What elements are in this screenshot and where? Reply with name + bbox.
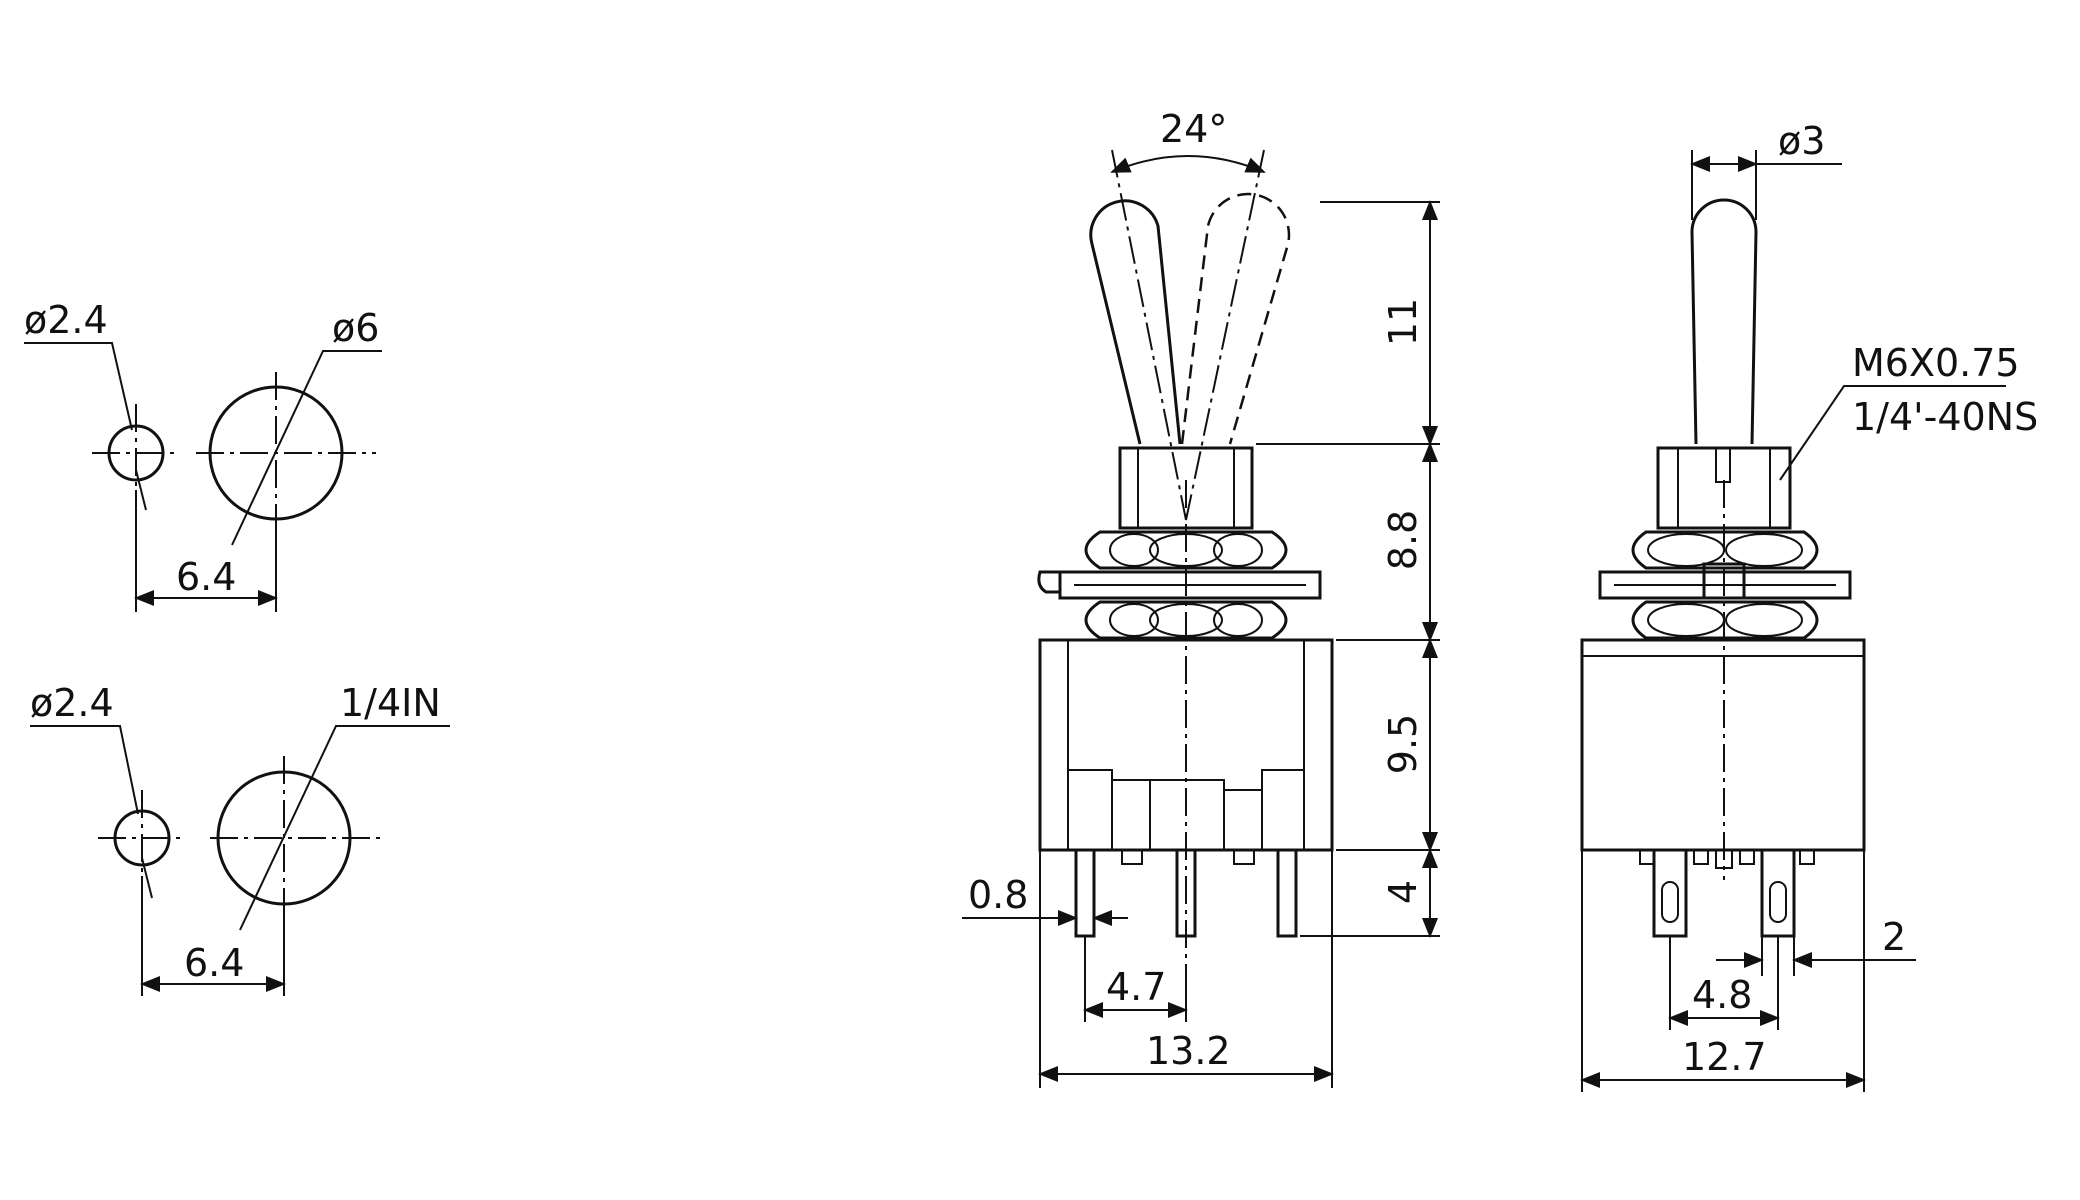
side-body-width-label: 12.7 bbox=[1682, 1035, 1767, 1079]
lever-right-position bbox=[1180, 192, 1291, 445]
lever-left-position bbox=[1089, 199, 1182, 445]
body-width-label: 13.2 bbox=[1146, 1029, 1231, 1073]
main-hole-dia-label: ø6 bbox=[332, 306, 379, 350]
lever-dia-label: ø3 bbox=[1778, 119, 1825, 163]
lever bbox=[1690, 198, 1758, 445]
terminal-pitch-label: 4.7 bbox=[1106, 965, 1166, 1009]
front-view: 24° bbox=[962, 107, 1440, 1088]
lever-angle-label: 24° bbox=[1160, 107, 1227, 151]
terminal-width-label: 0.8 bbox=[968, 873, 1028, 917]
side-terminals bbox=[1639, 848, 1815, 938]
bushing-height-label: 8.8 bbox=[1381, 510, 1425, 570]
side-view: ø3 M6X0.75 1/4'-40NS bbox=[1580, 119, 2038, 1092]
thread-imperial-label: 1/4'-40NS bbox=[1852, 395, 2038, 439]
lock-washer bbox=[1058, 570, 1322, 600]
side-terminal-width-label: 2 bbox=[1882, 915, 1906, 959]
upper-nut bbox=[1084, 530, 1288, 570]
main-hole-dia-label: 1/4IN bbox=[340, 681, 441, 725]
hole-spacing-label: 6.4 bbox=[184, 941, 244, 985]
terminal-length-label: 4 bbox=[1381, 880, 1425, 904]
small-hole-dia-label: ø2.4 bbox=[24, 298, 108, 342]
lever-height-label: 11 bbox=[1381, 298, 1425, 346]
thread-metric-label: M6X0.75 bbox=[1852, 341, 2020, 385]
side-terminal-pitch-label: 4.8 bbox=[1692, 973, 1752, 1017]
panel-hole-imperial: ø2.4 1/4IN 6.4 bbox=[30, 681, 450, 996]
lower-nut bbox=[1631, 600, 1819, 640]
lower-nut bbox=[1084, 600, 1288, 640]
hole-spacing-label: 6.4 bbox=[176, 555, 236, 599]
small-hole-dia-label: ø2.4 bbox=[30, 681, 114, 725]
panel-hole-metric: ø2.4 ø6 6.4 bbox=[24, 298, 382, 612]
upper-nut bbox=[1631, 530, 1819, 570]
body-height-label: 9.5 bbox=[1381, 714, 1425, 774]
